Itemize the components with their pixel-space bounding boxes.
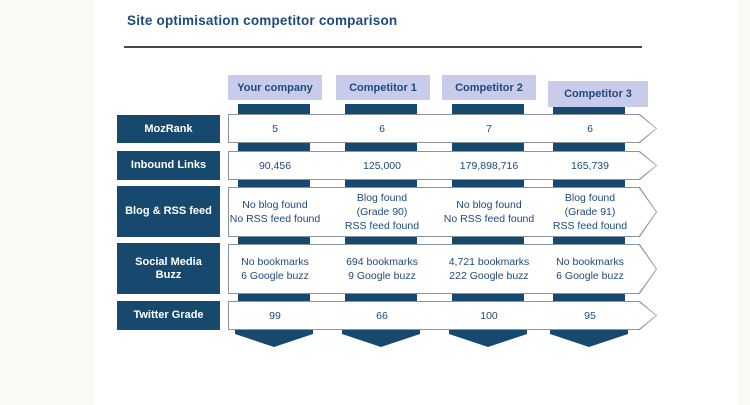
row-band-fill: 99 66 100 95 xyxy=(229,302,656,329)
row-label-mozrank: MozRank xyxy=(117,115,220,143)
cell: 95 xyxy=(584,309,596,322)
row-band-blog-rss-feed: No blog found No RSS feed found Blog fou… xyxy=(228,187,657,237)
row-label-twitter-grade: Twitter Grade xyxy=(117,301,220,330)
row-label-social-media-buzz: Social Media Buzz xyxy=(117,243,220,294)
column-header-label: Competitor 3 xyxy=(564,88,632,100)
cell: 99 xyxy=(269,309,281,322)
cell: No blog found No RSS feed found xyxy=(229,199,321,225)
cell: No bookmarks 6 Google buzz xyxy=(241,256,309,282)
column-header-label: Your company xyxy=(237,81,313,94)
column-header-competitor-3: Competitor 3 xyxy=(548,81,648,107)
right-edge-strip xyxy=(737,0,750,405)
cell: 694 bookmarks 9 Google buzz xyxy=(346,256,418,282)
row-label-inbound-links: Inbound Links xyxy=(117,151,220,180)
cell: 100 xyxy=(480,309,498,322)
cell: No blog found No RSS feed found xyxy=(443,199,535,225)
left-edge-strip xyxy=(0,0,95,405)
row-band-inbound-links: 90,456 125,000 179,898,716 165,739 xyxy=(228,151,657,180)
cell: Blog found (Grade 91) RSS feed found xyxy=(552,192,628,232)
cell: 165,739 xyxy=(571,159,609,172)
row-band-mozrank: 5 6 7 6 xyxy=(228,114,657,143)
column-arrow-head-3 xyxy=(449,329,527,347)
cell: 90,456 xyxy=(258,159,292,172)
column-header-label: Competitor 2 xyxy=(455,81,523,94)
row-band-fill: 90,456 125,000 179,898,716 165,739 xyxy=(229,152,656,179)
page-title: Site optimisation competitor comparison xyxy=(127,13,398,28)
row-band-twitter-grade: 99 66 100 95 xyxy=(228,301,657,330)
row-band-fill: No bookmarks 6 Google buzz 694 bookmarks… xyxy=(229,245,656,293)
row-band-fill: No blog found No RSS feed found Blog fou… xyxy=(229,188,656,236)
cell: 5 xyxy=(272,122,278,135)
column-header-label: Competitor 1 xyxy=(349,81,417,94)
cell: 7 xyxy=(486,122,492,135)
column-arrow-head-4 xyxy=(550,329,628,347)
cell: 6 xyxy=(587,122,593,135)
title-underline xyxy=(124,46,642,48)
cell: 179,898,716 xyxy=(459,159,519,172)
column-arrow-head-1 xyxy=(235,329,313,347)
row-band-fill: 5 6 7 6 xyxy=(229,115,656,142)
row-band-social-media-buzz: No bookmarks 6 Google buzz 694 bookmarks… xyxy=(228,244,657,294)
row-label-blog-rss-feed: Blog & RSS feed xyxy=(117,186,220,237)
cell: 66 xyxy=(376,309,388,322)
column-header-your-company: Your company xyxy=(228,75,322,100)
column-arrow-head-2 xyxy=(342,329,420,347)
cell: 6 xyxy=(379,122,385,135)
cell: Blog found (Grade 90) RSS feed found xyxy=(344,192,420,232)
column-header-competitor-1: Competitor 1 xyxy=(336,75,430,100)
cell: 4,721 bookmarks 222 Google buzz xyxy=(448,256,530,282)
cell: No bookmarks 6 Google buzz xyxy=(556,256,624,282)
cell: 125,000 xyxy=(363,159,401,172)
column-header-competitor-2: Competitor 2 xyxy=(442,75,536,100)
